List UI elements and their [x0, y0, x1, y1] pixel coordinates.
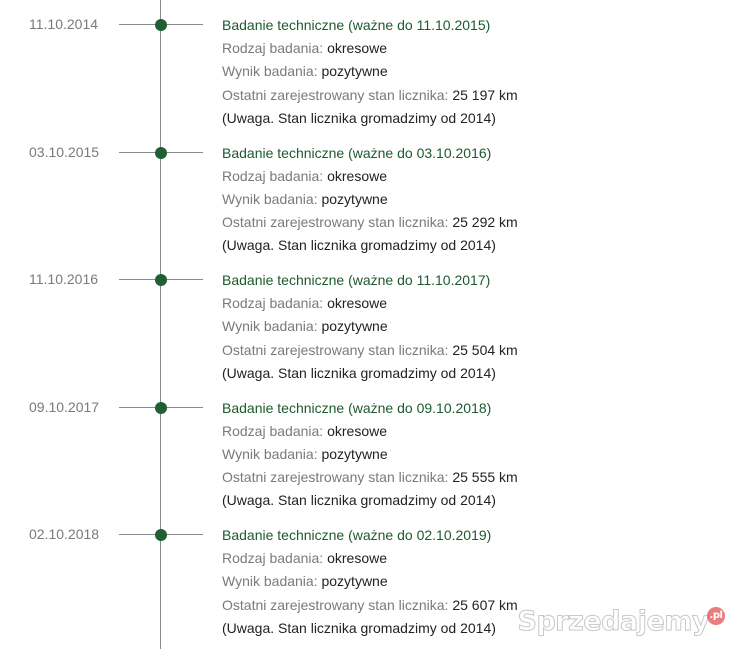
inspection-result-value: pozytywne: [321, 445, 388, 462]
odometer-row: Ostatni zarejestrowany stan licznika: 25…: [222, 339, 702, 362]
inspection-type-value: okresowe: [327, 422, 387, 439]
odometer-note: (Uwaga. Stan licznika gromadzimy od 2014…: [222, 619, 496, 636]
inspection-result-label: Wynik badania:: [222, 63, 318, 80]
entry-date: 11.10.2016: [29, 271, 99, 287]
inspection-type-label: Rodzaj badania:: [222, 167, 324, 184]
dot-icon: [155, 146, 167, 159]
entry-details: Badanie techniczne (ważne do 09.10.2018)…: [222, 397, 702, 513]
inspection-type-label: Rodzaj badania:: [222, 422, 324, 439]
entry-details: Badanie techniczne (ważne do 11.10.2017)…: [222, 269, 702, 385]
entry-title: Badanie techniczne (ważne do 11.10.2017): [222, 272, 491, 288]
inspection-result-label: Wynik badania:: [222, 318, 318, 335]
dot-icon: [155, 274, 167, 286]
odometer-value: 25 292 km: [452, 214, 518, 231]
entry-title: Badanie techniczne (ważne do 02.10.2019): [222, 527, 492, 543]
entry-date: 11.10.2014: [29, 16, 99, 32]
odometer-row: Ostatni zarejestrowany stan licznika: 25…: [222, 211, 702, 234]
inspection-result-row: Wynik badania: pozytywne: [222, 315, 702, 338]
watermark-suffix: .pl: [707, 607, 725, 625]
odometer-note: (Uwaga. Stan licznika gromadzimy od 2014…: [222, 492, 496, 509]
inspection-type-label: Rodzaj badania:: [222, 295, 324, 312]
inspection-type-value: okresowe: [327, 167, 387, 184]
inspection-type-value: okresowe: [327, 550, 387, 567]
odometer-label: Ostatni zarejestrowany stan licznika:: [222, 469, 449, 486]
inspection-result-row: Wynik badania: pozytywne: [222, 188, 702, 211]
odometer-row: Ostatni zarejestrowany stan licznika: 25…: [222, 466, 702, 489]
inspection-result-row: Wynik badania: pozytywne: [222, 60, 702, 83]
inspection-type-row: Rodzaj badania: okresowe: [222, 420, 702, 443]
odometer-label: Ostatni zarejestrowany stan licznika:: [222, 341, 449, 358]
entry-details: Badanie techniczne (ważne do 02.10.2019)…: [222, 524, 702, 640]
inspection-result-label: Wynik badania:: [222, 190, 318, 207]
entry-date: 03.10.2015: [29, 143, 100, 160]
inspection-type-label: Rodzaj badania:: [222, 550, 324, 567]
timeline-entry: 11.10.2014 Badanie techniczne (ważne do …: [0, 0, 731, 126]
inspection-type-label: Rodzaj badania:: [222, 40, 324, 57]
odometer-label: Ostatni zarejestrowany stan licznika:: [222, 86, 449, 103]
inspection-result-value: pozytywne: [321, 573, 388, 590]
odometer-row: Ostatni zarejestrowany stan licznika: 25…: [222, 594, 702, 617]
entry-details: Badanie techniczne (ważne do 11.10.2015)…: [222, 14, 702, 130]
inspection-type-row: Rodzaj badania: okresowe: [222, 165, 702, 188]
entry-date: 09.10.2017: [29, 398, 100, 415]
odometer-value: 25 607 km: [452, 596, 518, 613]
inspection-result-value: pozytywne: [321, 63, 388, 80]
timeline-entry: 11.10.2016 Badanie techniczne (ważne do …: [0, 255, 731, 381]
inspection-type-row: Rodzaj badania: okresowe: [222, 292, 702, 315]
odometer-value: 25 504 km: [452, 341, 518, 358]
inspection-type-value: okresowe: [327, 295, 387, 312]
entry-details: Badanie techniczne (ważne do 03.10.2016)…: [222, 142, 702, 258]
inspection-result-row: Wynik badania: pozytywne: [222, 443, 702, 466]
dot-icon: [155, 401, 167, 414]
entry-date: 02.10.2018: [29, 526, 100, 542]
entry-title: Badanie techniczne (ważne do 09.10.2018): [222, 399, 492, 416]
inspection-result-row: Wynik badania: pozytywne: [222, 570, 702, 593]
watermark-text: Sprzedajemy: [517, 606, 710, 638]
inspection-type-row: Rodzaj badania: okresowe: [222, 547, 702, 570]
odometer-value: 25 555 km: [452, 469, 518, 486]
odometer-note: (Uwaga. Stan licznika gromadzimy od 2014…: [222, 364, 496, 381]
dot-icon: [155, 529, 167, 541]
dot-icon: [155, 19, 167, 31]
inspection-type-row: Rodzaj badania: okresowe: [222, 37, 702, 60]
odometer-note: (Uwaga. Stan licznika gromadzimy od 2014…: [222, 109, 496, 126]
odometer-label: Ostatni zarejestrowany stan licznika:: [222, 596, 449, 613]
inspection-result-value: pozytywne: [321, 190, 388, 207]
inspection-result-label: Wynik badania:: [222, 573, 318, 590]
odometer-row: Ostatni zarejestrowany stan licznika: 25…: [222, 84, 702, 107]
site-watermark: Sprzedajemy.pl: [517, 606, 725, 638]
timeline-entry: 02.10.2018 Badanie techniczne (ważne do …: [0, 510, 731, 636]
entry-title: Badanie techniczne (ważne do 11.10.2015): [222, 17, 491, 33]
odometer-note: (Uwaga. Stan licznika gromadzimy od 2014…: [222, 237, 496, 254]
timeline-entry: 09.10.2017 Badanie techniczne (ważne do …: [0, 383, 731, 509]
inspection-type-value: okresowe: [327, 40, 387, 57]
timeline-axis: [160, 0, 161, 649]
odometer-label: Ostatni zarejestrowany stan licznika:: [222, 214, 449, 231]
inspection-result-label: Wynik badania:: [222, 445, 318, 462]
inspection-result-value: pozytywne: [321, 318, 388, 335]
odometer-value: 25 197 km: [452, 86, 518, 103]
timeline-entry: 03.10.2015 Badanie techniczne (ważne do …: [0, 128, 731, 254]
entry-title: Badanie techniczne (ważne do 03.10.2016): [222, 144, 492, 161]
